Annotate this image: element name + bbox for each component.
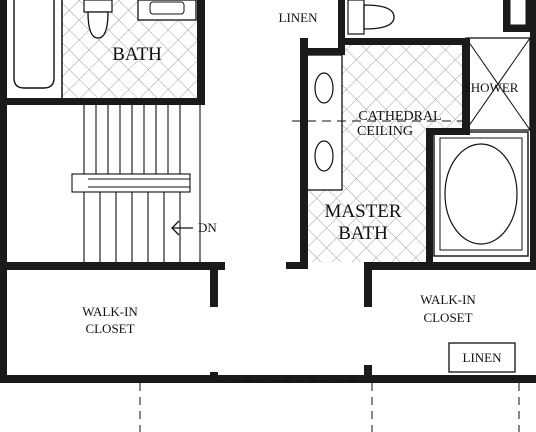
bathtub bbox=[5, 0, 63, 98]
down-arrow-icon bbox=[171, 220, 193, 236]
master-toilet bbox=[347, 0, 395, 35]
master-bath-label-line-2: BATH bbox=[338, 223, 388, 244]
closet-window bbox=[510, 0, 526, 25]
walkin-right-label-line-1: WALK-IN bbox=[420, 292, 476, 307]
linen-top-label: LINEN bbox=[279, 10, 319, 25]
soaking-tub bbox=[433, 131, 529, 257]
walls bbox=[0, 0, 536, 383]
walkin-left-label-line-1: WALK-IN bbox=[82, 304, 138, 319]
linen-shelf bbox=[448, 342, 516, 373]
linen-bottom-label: LINEN bbox=[463, 350, 503, 365]
walkin-right-label-line-2: CLOSET bbox=[423, 310, 472, 325]
dn-label: DN bbox=[198, 220, 217, 235]
master-bath-label-line-1: MASTER bbox=[324, 201, 401, 222]
bath-sink bbox=[137, 0, 197, 21]
cathedral-label-line-1: CATHEDRAL bbox=[358, 109, 441, 124]
bath-label: BATH bbox=[112, 44, 162, 65]
bath-toilet bbox=[83, 0, 113, 39]
staircase bbox=[71, 103, 201, 262]
bedroom-below-dashes bbox=[139, 383, 520, 432]
walkin-left-label-line-2: CLOSET bbox=[85, 321, 134, 336]
double-vanity bbox=[305, 54, 343, 191]
cathedral-label-line-2: CEILING bbox=[357, 124, 413, 139]
shower-stall bbox=[465, 37, 531, 131]
shower-label: SHOWER bbox=[464, 80, 519, 95]
